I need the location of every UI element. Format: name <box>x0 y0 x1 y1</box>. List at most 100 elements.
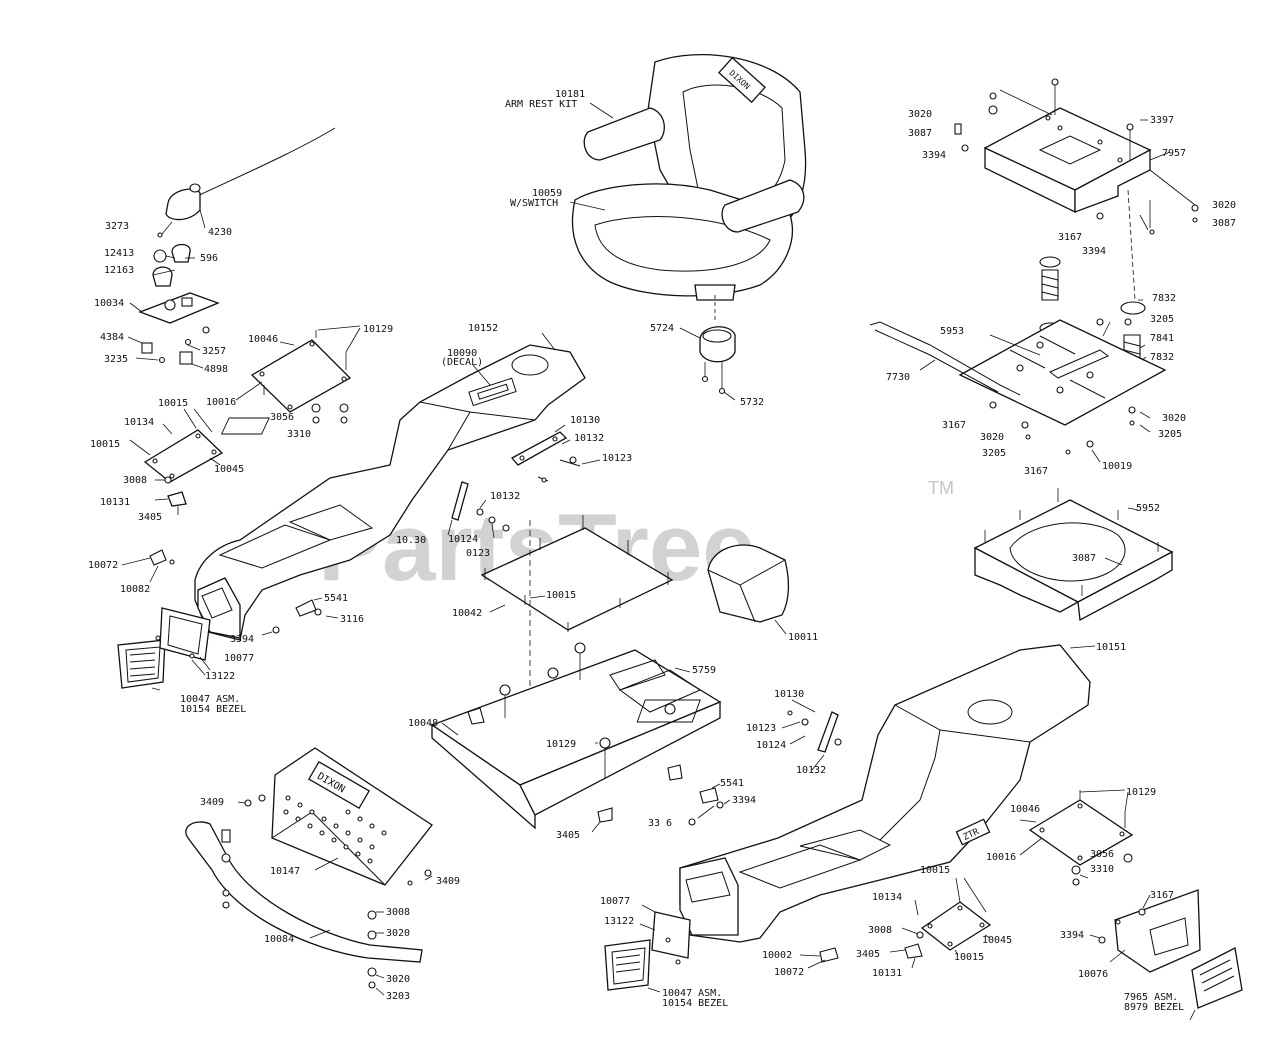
seat-badge <box>718 56 766 104</box>
callout-label: 3273 <box>105 221 129 232</box>
seat-suspension <box>869 256 1167 463</box>
callout-label: 3087 <box>908 128 932 139</box>
callout-label: 10002 <box>762 950 792 961</box>
callout-label: 5724 <box>650 323 674 334</box>
callout-label: 33 6 <box>648 818 672 829</box>
callout-label: 10045 <box>214 464 244 475</box>
bracket-upper <box>510 424 601 483</box>
callout-label: 3167 <box>1058 232 1082 243</box>
callout-label: 7832 <box>1152 293 1176 304</box>
floor-pan-5952 <box>973 488 1174 622</box>
callout-label: 10082 <box>120 584 150 595</box>
callout-label: 3409 <box>436 876 460 887</box>
callout-label: 10015 <box>954 952 984 963</box>
callout-label: 3205 <box>1150 314 1174 325</box>
callout-label: 3056 <box>270 412 294 423</box>
callout-label: 7841 <box>1150 333 1174 344</box>
callout-label: 10181 <box>555 89 585 100</box>
callout-label: 13122 <box>604 916 634 927</box>
callout-label: 10011 <box>788 632 818 643</box>
callout-label: 10132 <box>796 765 826 776</box>
callout-label: 10084 <box>264 934 294 945</box>
callout-label: 3008 <box>386 907 410 918</box>
callout-label: 3257 <box>202 346 226 357</box>
callout-label: 10123 <box>602 453 632 464</box>
callout-label: 10046 <box>1010 804 1040 815</box>
callout-label: 3394 <box>230 634 254 645</box>
callout-label: 3394 <box>732 795 756 806</box>
callout-label: 10129 <box>546 739 576 750</box>
callout-label: 3087 <box>1072 553 1096 564</box>
callout-label: 10124 <box>448 534 478 545</box>
callout-label: 3310 <box>287 429 311 440</box>
callout-label: 10015 <box>158 398 188 409</box>
callout-label: 3405 <box>138 512 162 523</box>
callout-label: 10132 <box>490 491 520 502</box>
callout-label: 7730 <box>886 372 910 383</box>
access-plate-lower-right <box>1019 789 1134 886</box>
callout-label: 10015 <box>546 590 576 601</box>
callout-label: W/SWITCH <box>510 198 558 209</box>
callout-label: 10124 <box>756 740 786 751</box>
callout-label: (DECAL) <box>441 357 483 368</box>
console-lower: ZTR <box>636 644 1096 943</box>
callout-label: 3405 <box>856 949 880 960</box>
callout-label: 10045 <box>982 935 1012 946</box>
callout-label: 4230 <box>208 227 232 238</box>
callout-label: 3167 <box>1150 890 1174 901</box>
cover-10011 <box>707 544 790 635</box>
callout-label: 10059 <box>532 188 562 199</box>
callout-label: 10046 <box>248 334 278 345</box>
access-plate-upper <box>235 325 361 424</box>
callout-label: 4898 <box>204 364 228 375</box>
callout-label: 10131 <box>872 968 902 979</box>
callout-label: 3020 <box>980 432 1004 443</box>
callout-label: 10047 ASM. <box>662 988 722 999</box>
callout-label: 5541 <box>324 593 348 604</box>
callout-label: 3397 <box>1150 115 1174 126</box>
callout-label: 596 <box>200 253 218 264</box>
callout-label: 10134 <box>872 892 902 903</box>
callout-label: 10134 <box>124 417 154 428</box>
callout-label: 10016 <box>206 397 236 408</box>
bracket-mid <box>447 481 510 539</box>
headlight-lower <box>604 904 691 993</box>
callout-label: 3167 <box>1024 466 1048 477</box>
callout-label: 3008 <box>868 925 892 936</box>
console-badge <box>955 818 991 846</box>
callout-label: 3020 <box>386 928 410 939</box>
callout-label: 13122 <box>205 671 235 682</box>
callout-label: 3394 <box>1060 930 1084 941</box>
callout-label: 3409 <box>200 797 224 808</box>
callout-label: ARM REST KIT <box>505 99 577 110</box>
callout-label: 5541 <box>720 778 744 789</box>
callout-label: 3310 <box>1090 864 1114 875</box>
callout-label: 3020 <box>908 109 932 120</box>
callout-label: 10048 <box>408 718 438 729</box>
callout-label: 10034 <box>94 298 124 309</box>
callout-label: 3203 <box>386 991 410 1002</box>
headlight-left <box>117 607 211 691</box>
callout-label: 7957 <box>1162 148 1186 159</box>
callout-label: 3008 <box>123 475 147 486</box>
callout-label: 3394 <box>922 150 946 161</box>
callout-label: 10129 <box>1126 787 1156 798</box>
callout-label: 10123 <box>746 723 776 734</box>
bumper <box>185 821 423 996</box>
callout-label: 10042 <box>452 608 482 619</box>
callout-label: 3087 <box>1212 218 1236 229</box>
callout-label: 10047 ASM. <box>180 694 240 705</box>
seat: DIXON <box>571 53 807 301</box>
callout-label: 3116 <box>340 614 364 625</box>
callout-label: 10129 <box>363 324 393 335</box>
throttle-cable <box>157 127 336 238</box>
chassis-tray <box>430 642 722 833</box>
callout-label: 0123 <box>466 548 490 559</box>
callout-label: 10132 <box>574 433 604 444</box>
seat-plate <box>954 78 1199 301</box>
ignition-panel <box>127 243 220 369</box>
callout-label: 7832 <box>1150 352 1174 363</box>
access-plate-lower-center <box>799 877 992 969</box>
callout-label: 12163 <box>104 265 134 276</box>
